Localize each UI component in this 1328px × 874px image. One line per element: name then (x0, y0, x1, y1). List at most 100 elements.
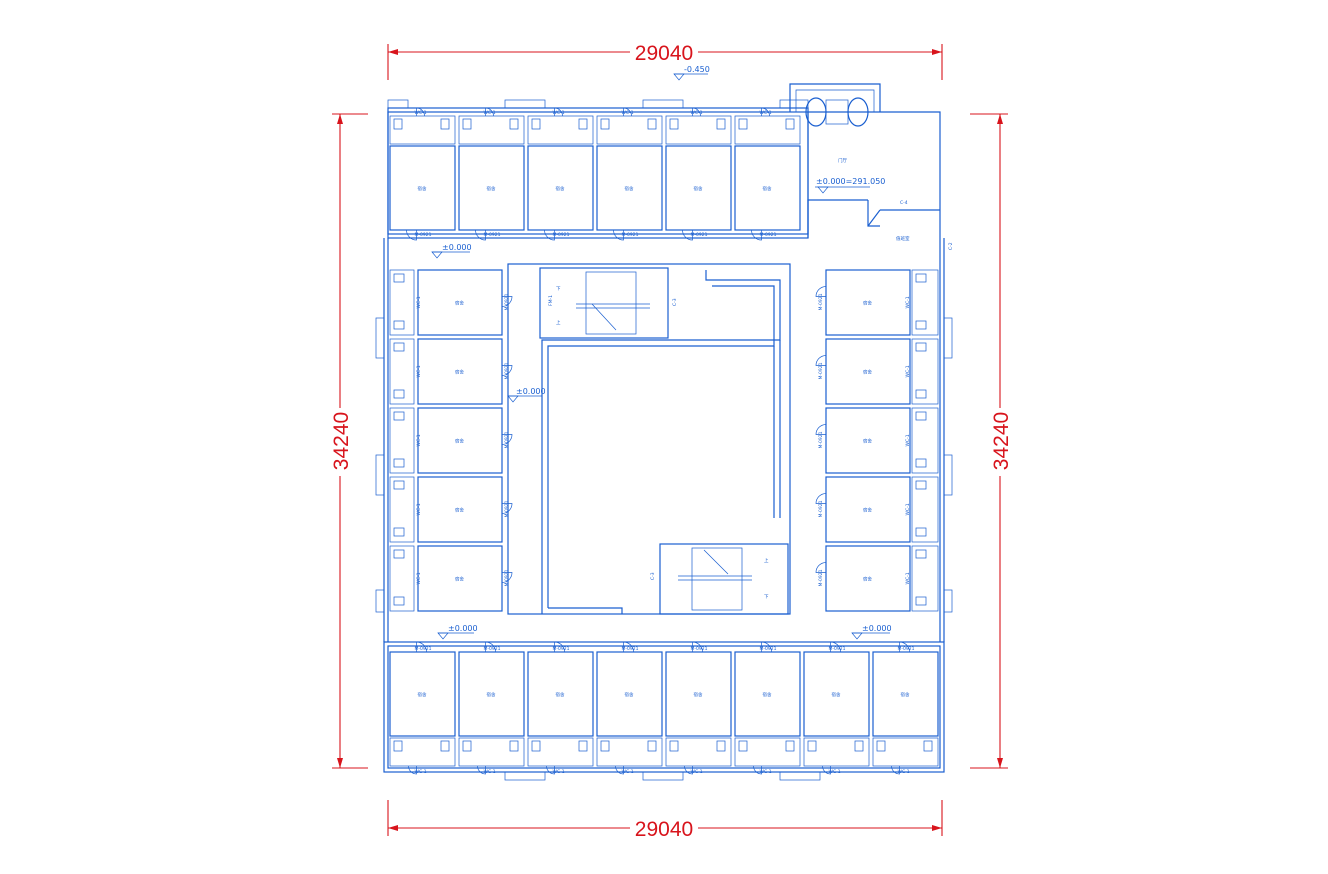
dim-top-width: 29040 (635, 42, 693, 65)
svg-text:M-0921: M-0921 (691, 232, 708, 238)
svg-text:M-0921: M-0921 (415, 646, 432, 652)
svg-text:WC-1: WC-1 (905, 296, 911, 308)
svg-text:M-0921: M-0921 (760, 646, 777, 652)
svg-text:WC-1: WC-1 (416, 365, 422, 377)
dorm-room-2: 宿舍 M-0921 WC-1 (458, 107, 525, 241)
svg-text:WC-1: WC-1 (691, 110, 703, 116)
svg-text:WC-1: WC-1 (484, 769, 496, 775)
svg-text:M-0921: M-0921 (818, 431, 824, 448)
svg-text:±0.000: ±0.000 (442, 243, 472, 252)
svg-text:WC-1: WC-1 (416, 296, 422, 308)
svg-text:WC-1: WC-1 (691, 769, 703, 775)
svg-text:M-0921: M-0921 (553, 646, 570, 652)
svg-text:下: 下 (556, 286, 561, 292)
svg-text:宿舍: 宿舍 (863, 576, 872, 583)
svg-text:M-0921: M-0921 (898, 646, 915, 652)
svg-text:WC-1: WC-1 (622, 110, 634, 116)
svg-text:宿舍: 宿舍 (863, 438, 872, 445)
svg-text:WC-1: WC-1 (416, 434, 422, 446)
svg-text:±0.000: ±0.000 (448, 624, 478, 633)
level-corridor-sw: ±0.000 (437, 624, 478, 640)
svg-text:WC-1: WC-1 (760, 110, 772, 116)
svg-text:-0.450: -0.450 (684, 65, 710, 74)
dorm-room-2: 宿舍 M-0921 WC-1 (389, 338, 513, 405)
svg-text:上: 上 (556, 319, 561, 326)
level-base-elevation: ±0.000=291.050 (815, 177, 885, 194)
svg-text:宿舍: 宿舍 (455, 438, 464, 445)
svg-text:宿舍: 宿舍 (863, 507, 872, 514)
dimension-right: 34240 (970, 113, 1013, 769)
dimension-bottom: 29040 (387, 800, 943, 841)
svg-text:M-0921: M-0921 (504, 293, 510, 310)
svg-text:M-0921: M-0921 (622, 646, 639, 652)
svg-text:宿舍: 宿舍 (455, 576, 464, 583)
lobby: 门厅 值班室 C-4 C-2 (838, 157, 954, 250)
level-entrance: -0.450 (673, 65, 710, 81)
svg-text:WC-1: WC-1 (905, 503, 911, 515)
rooms-south-wing: 宿舍M-0921WC-1宿舍M-0921WC-1宿舍M-0921WC-1宿舍M-… (389, 641, 939, 775)
svg-text:门厅: 门厅 (838, 157, 847, 164)
svg-text:WC-1: WC-1 (415, 769, 427, 775)
stair-north: 下 上 FM-1 C-3 (539, 267, 678, 339)
svg-text:宿舍: 宿舍 (694, 185, 703, 192)
svg-text:M-0921: M-0921 (504, 569, 510, 586)
level-corridor-west: ±0.000 (431, 243, 472, 259)
svg-text:M-0921: M-0921 (484, 646, 501, 652)
svg-text:宿舍: 宿舍 (455, 300, 464, 307)
dim-right-height: 34240 (990, 412, 1013, 470)
level-courtyard: ±0.000 (507, 387, 546, 403)
dim-bottom-width: 29040 (635, 818, 693, 841)
svg-text:值班室: 值班室 (896, 235, 910, 242)
svg-text:宿舍: 宿舍 (625, 185, 634, 192)
svg-text:WC-1: WC-1 (416, 572, 422, 584)
svg-text:M-0921: M-0921 (829, 646, 846, 652)
dim-left-height: 34240 (330, 412, 353, 470)
dimension-left: 34240 (330, 113, 368, 769)
svg-text:宿舍: 宿舍 (455, 369, 464, 376)
svg-text:WC-1: WC-1 (898, 769, 910, 775)
svg-text:WC-1: WC-1 (484, 110, 496, 116)
svg-text:±0.000: ±0.000 (516, 387, 546, 396)
building-outline (375, 83, 953, 781)
svg-text:C-3: C-3 (650, 572, 656, 580)
svg-text:下: 下 (764, 594, 769, 600)
svg-text:上: 上 (764, 557, 769, 564)
stair-south: 上 下 C-3 (650, 543, 789, 615)
svg-text:宿舍: 宿舍 (763, 691, 772, 698)
dorm-room-5: 宿舍 M-0921 WC-1 (389, 545, 513, 612)
svg-text:M-0921: M-0921 (504, 362, 510, 379)
svg-text:宿舍: 宿舍 (418, 185, 427, 192)
svg-text:宿舍: 宿舍 (487, 691, 496, 698)
svg-text:宿舍: 宿舍 (487, 185, 496, 192)
svg-text:WC-1: WC-1 (905, 365, 911, 377)
svg-text:±0.000=291.050: ±0.000=291.050 (816, 177, 885, 186)
svg-text:WC-1: WC-1 (905, 572, 911, 584)
svg-text:WC-1: WC-1 (622, 769, 634, 775)
rooms-north-wing: 宿舍M-0921WC-1宿舍M-0921WC-1宿舍M-0921WC-1宿舍M-… (389, 107, 801, 241)
dorm-room-3: 宿舍 M-0921 WC-1 (389, 407, 513, 474)
dorm-room-5: 宿舍 M-0921 WC-1 (815, 545, 939, 612)
svg-text:WC-1: WC-1 (416, 503, 422, 515)
dimension-top: 29040 (387, 42, 943, 80)
svg-text:M-0921: M-0921 (504, 431, 510, 448)
svg-text:M-0921: M-0921 (691, 646, 708, 652)
svg-text:M-0921: M-0921 (484, 232, 501, 238)
svg-text:宿舍: 宿舍 (556, 185, 565, 192)
svg-text:M-0921: M-0921 (818, 569, 824, 586)
svg-text:宿舍: 宿舍 (763, 185, 772, 192)
svg-text:宿舍: 宿舍 (556, 691, 565, 698)
